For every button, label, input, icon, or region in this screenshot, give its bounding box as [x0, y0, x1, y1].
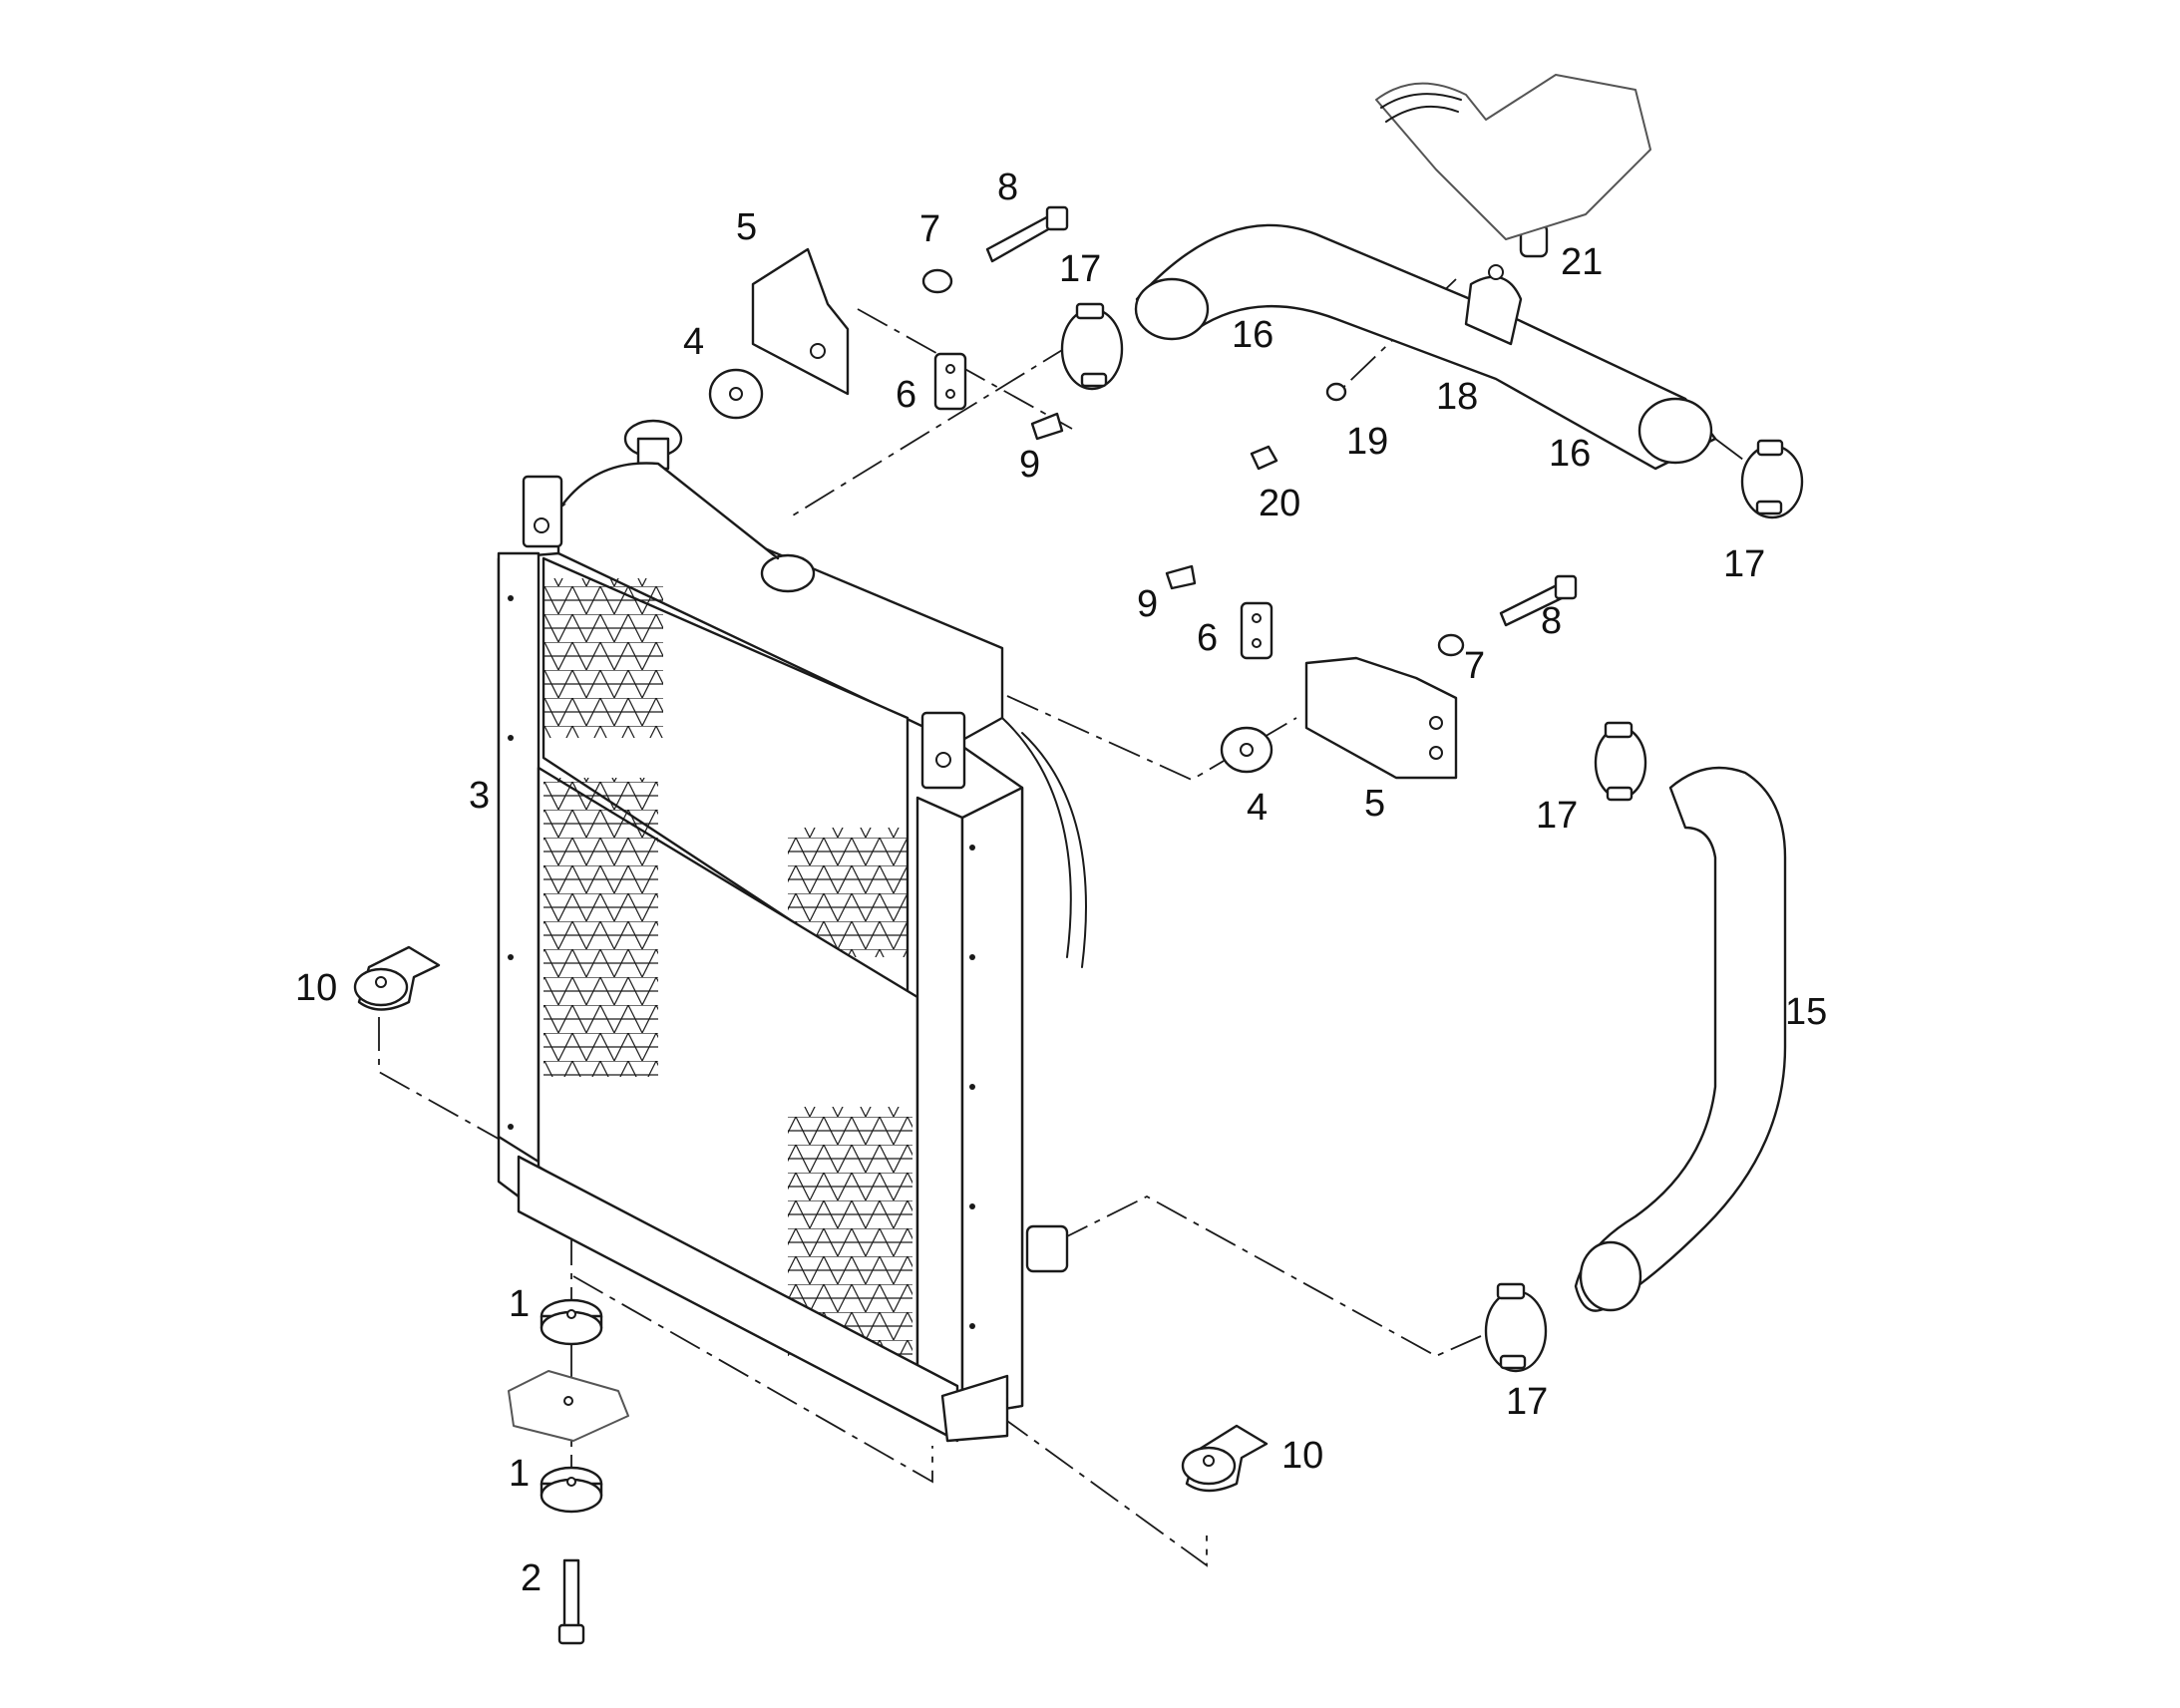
callout-16b: 16 — [1549, 433, 1591, 475]
callout-8a: 8 — [997, 167, 1018, 208]
callout-17a: 17 — [1059, 248, 1101, 290]
radiator-cap — [760, 553, 816, 593]
callout-4a: 4 — [683, 321, 704, 363]
screw-9-lower — [1165, 564, 1197, 590]
callout-18: 18 — [1436, 376, 1478, 418]
washer-7-lower — [1437, 633, 1465, 657]
callout-6b: 6 — [1197, 617, 1218, 659]
clamp-17-middle — [1594, 721, 1647, 802]
support-bracket — [508, 1370, 629, 1442]
top-right-lug — [920, 711, 966, 790]
screw-9-upper — [1030, 412, 1064, 441]
callout-21: 21 — [1561, 241, 1603, 283]
bracket-5-lower — [1304, 656, 1458, 780]
radiator-assembly — [497, 419, 1087, 1443]
bottom-outlet — [1025, 1224, 1069, 1273]
callout-15: 15 — [1785, 991, 1827, 1033]
top-left-lug — [522, 475, 563, 548]
callout-20: 20 — [1259, 483, 1300, 524]
bolt-2 — [557, 1558, 585, 1645]
upper-hose-16 — [1134, 223, 1717, 471]
foot-10-right — [1181, 1424, 1269, 1493]
hose-15-lower-end — [1579, 1240, 1642, 1312]
callout-17b: 17 — [1723, 543, 1765, 585]
overflow-pipe — [561, 462, 780, 560]
callout-10a: 10 — [295, 967, 337, 1009]
callout-9a: 9 — [1019, 444, 1040, 486]
nut-19 — [1325, 382, 1347, 402]
washer-7-upper — [921, 268, 953, 294]
lower-core-mesh — [544, 778, 658, 1077]
callout-8b: 8 — [1541, 600, 1562, 642]
callout-7b: 7 — [1464, 645, 1485, 687]
mounting-hardware — [353, 945, 1269, 1645]
hose-16-lower-end — [1637, 397, 1713, 465]
mount-1-upper — [540, 1298, 603, 1346]
plate-6-lower — [1240, 601, 1273, 660]
screw-20 — [1250, 445, 1278, 471]
hose-15 — [1574, 766, 1787, 1312]
callout-2: 2 — [521, 1557, 542, 1599]
lower-right-bracket-group — [1165, 564, 1578, 780]
callout-4b: 4 — [1247, 787, 1268, 829]
callout-6a: 6 — [896, 374, 916, 416]
upper-core-mesh — [544, 578, 663, 738]
callout-3: 3 — [469, 775, 490, 817]
callout-17d: 17 — [1506, 1381, 1548, 1423]
clamp-17-lower — [1484, 1282, 1548, 1373]
clamp-17-upper-right — [1740, 439, 1804, 519]
callout-10b: 10 — [1281, 1435, 1323, 1477]
mount-1-lower — [540, 1466, 603, 1514]
callout-labels: 1 1 2 3 4 4 5 5 6 6 7 7 8 8 9 9 10 10 15… — [295, 167, 1827, 1599]
callout-1b: 1 — [509, 1453, 530, 1495]
hose-16 — [1135, 223, 1717, 471]
upper-left-bracket-group — [708, 205, 1069, 441]
hose-clamps — [1060, 302, 1804, 1373]
foot-10-left — [353, 945, 441, 1011]
lower-hose-15 — [1574, 766, 1787, 1312]
callout-1a: 1 — [509, 1283, 530, 1325]
callout-5a: 5 — [736, 206, 757, 248]
support-18 — [1464, 275, 1523, 346]
clamp-17-upper-left — [1060, 302, 1124, 391]
callout-7a: 7 — [919, 208, 940, 250]
callout-19: 19 — [1346, 421, 1388, 463]
hose-support-group — [1250, 74, 1651, 471]
side-hose — [1001, 717, 1072, 958]
callout-9b: 9 — [1137, 583, 1158, 625]
callout-16a: 16 — [1232, 314, 1273, 356]
engine-elbow — [1375, 74, 1651, 240]
plate-6-upper — [933, 352, 967, 411]
hose-16-upper-end — [1134, 277, 1210, 341]
callout-17c: 17 — [1536, 795, 1578, 837]
callout-5b: 5 — [1364, 783, 1385, 825]
bracket-5-upper — [751, 247, 850, 396]
